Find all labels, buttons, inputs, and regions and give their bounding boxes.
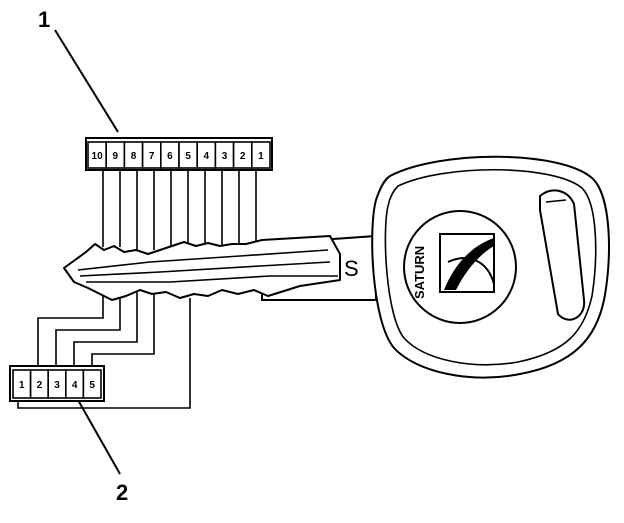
upper-connector-cell-label-6: 5 bbox=[185, 151, 191, 162]
lower-connector-cell-label-3: 3 bbox=[54, 380, 60, 391]
saturn-logo-ring bbox=[447, 257, 495, 285]
lower-connector-cell-5 bbox=[82, 369, 102, 399]
upper-connector-cell-label-5: 6 bbox=[167, 151, 173, 162]
blade-groove-upper bbox=[77, 249, 329, 271]
upper-connector-cell-label-3: 8 bbox=[131, 151, 137, 162]
saturn-logo-swoosh bbox=[444, 238, 494, 290]
lower-connector-cell-label-5: 5 bbox=[89, 380, 95, 391]
upper-connector-cell-label-2: 9 bbox=[113, 151, 119, 162]
lower-wire-set bbox=[17, 288, 191, 409]
callout-leader-2 bbox=[77, 399, 121, 475]
lower-connector-cell-label-1: 1 bbox=[19, 380, 25, 391]
key-blade bbox=[63, 235, 341, 301]
callout-leader-1 bbox=[54, 29, 119, 133]
upper-connector-cell-label-4: 7 bbox=[149, 151, 155, 162]
upper-wire-set bbox=[102, 167, 257, 250]
upper-connector-cell-10 bbox=[251, 141, 271, 169]
key-ring-slot-edge bbox=[545, 199, 567, 203]
upper-connector-cell-label-7: 4 bbox=[204, 151, 210, 162]
upper-connector-cell-label-8: 3 bbox=[222, 151, 228, 162]
key: S SATURN bbox=[63, 155, 610, 379]
upper-connector-cell-label-9: 2 bbox=[240, 151, 246, 162]
upper-connector: 10 9 8 7 6 5 4 3 2 1 bbox=[85, 137, 273, 171]
blade-groove-middle bbox=[79, 261, 331, 277]
blade-stamp: S bbox=[344, 256, 359, 281]
key-head-inner-edge bbox=[384, 168, 597, 366]
lower-connector-cell-label-4: 4 bbox=[72, 380, 78, 391]
upper-connector-cell-label-10: 1 bbox=[258, 151, 264, 162]
logo-medallion: SATURN bbox=[403, 210, 517, 324]
upper-connector-cell-label-1: 10 bbox=[92, 151, 104, 162]
callout-label-1: 1 bbox=[38, 7, 50, 32]
lower-connector-cell-label-2: 2 bbox=[37, 380, 43, 391]
key-ring-slot bbox=[539, 189, 586, 321]
brand-wordmark: SATURN bbox=[412, 246, 427, 299]
blade-groove-lower bbox=[86, 275, 338, 283]
callout-label-2: 2 bbox=[116, 480, 128, 505]
